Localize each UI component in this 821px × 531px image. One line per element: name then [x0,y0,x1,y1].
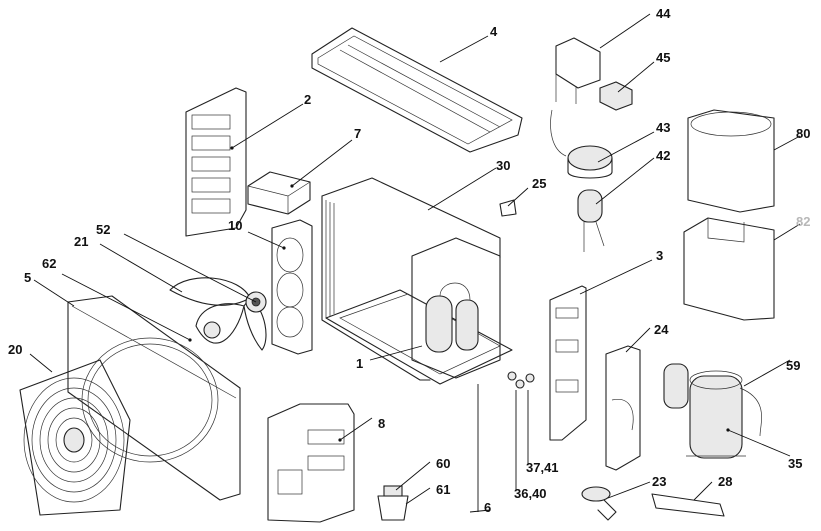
callout-10: 10 [228,218,242,233]
callout-30: 30 [496,158,510,173]
part-compressor [686,370,746,459]
part-small-cover [247,171,311,215]
callout-2: 2 [304,92,311,107]
callout-21: 21 [74,234,88,249]
callout-4: 4 [490,24,498,39]
callout-80: 80 [796,126,810,141]
callout-24: 24 [654,322,669,337]
callout-8: 8 [378,416,385,431]
part-terminal-cover [663,363,762,437]
part-valve-cover [605,345,641,471]
callout-23: 23 [652,474,666,489]
part-side-panel [549,285,587,441]
part-drain-elbow [581,486,617,521]
part-condenser-base [321,177,513,385]
callout-52: 52 [96,222,110,237]
part-four-way-valve [555,37,601,104]
part-fan-blade [169,277,267,351]
callout-1: 1 [356,356,363,371]
part-service-panel [267,403,355,523]
callout-37-41: 37,41 [526,460,559,475]
callout-35: 35 [788,456,802,471]
callout-43: 43 [656,120,670,135]
part-clip [499,199,517,217]
callout-labels: 2 4 7 10 30 25 52 21 62 5 20 1 3 44 45 4… [8,6,810,515]
part-drain-fitting [377,485,409,521]
callout-59: 59 [786,358,800,373]
callout-28: 28 [718,474,732,489]
part-valve-coil [599,81,633,111]
callout-7: 7 [354,126,361,141]
part-compressor-assembly [411,237,501,379]
part-top-cover [311,27,523,153]
part-insulation-jacket-bottom [683,217,775,321]
callout-36-40: 36,40 [514,486,547,501]
callout-62: 62 [42,256,56,271]
callout-44: 44 [656,6,671,21]
part-front-panel [67,295,241,501]
part-accumulator [577,189,605,252]
part-fan-guard [19,359,131,516]
callout-45: 45 [656,50,670,65]
callout-42: 42 [656,148,670,163]
part-fan-bracket [271,219,313,355]
callout-82: 82 [796,214,810,229]
callout-6: 6 [484,500,491,515]
part-foam-strip [651,493,725,517]
callout-61: 61 [436,482,450,497]
callout-25: 25 [532,176,546,191]
part-reactor [550,109,613,179]
callout-5: 5 [24,270,31,285]
callout-20: 20 [8,342,22,357]
leader-lines [29,13,801,513]
part-rear-grille [185,87,247,237]
part-insulation-jacket-top [687,109,775,213]
callout-60: 60 [436,456,450,471]
callout-3: 3 [656,248,663,263]
part-valve-fittings [507,371,535,389]
